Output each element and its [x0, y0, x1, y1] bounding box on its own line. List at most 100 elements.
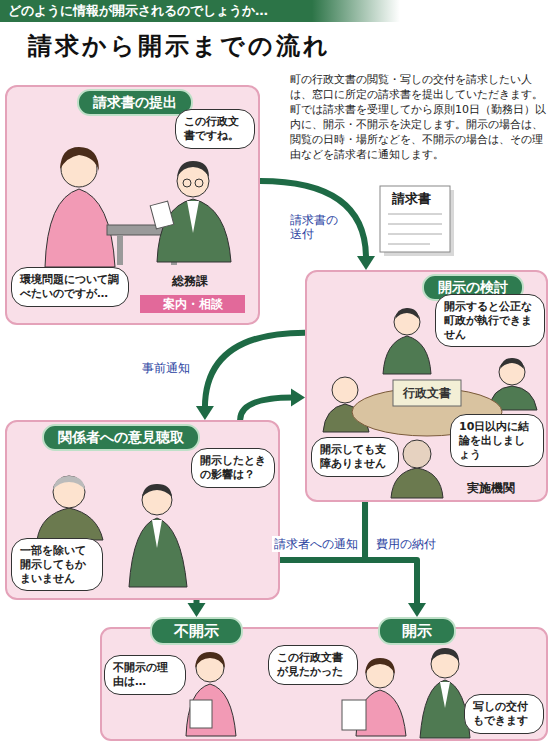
node-text: 不開示 — [174, 622, 219, 640]
request-form — [388, 224, 442, 225]
elder-figure — [37, 476, 103, 540]
desk-sign: 案内・相談 — [140, 295, 245, 313]
edge-label: 請求書の送付 — [288, 212, 342, 243]
flow-line — [260, 181, 366, 258]
clerk-figure — [177, 161, 209, 177]
speech-bubble: 一部を除いて開示してもかまいません — [11, 538, 103, 591]
clerk-figure — [440, 682, 450, 708]
speech-bubble: この行政文書ですね。 — [175, 109, 255, 149]
woman-figure — [186, 684, 236, 736]
elder-figure — [53, 476, 85, 490]
woman-figure — [190, 700, 212, 728]
woman-figure — [365, 658, 395, 674]
panel-heading: 関係者への意見聴取 — [42, 424, 200, 451]
clerk-figure — [195, 179, 203, 187]
result-tab: 不開示 — [150, 617, 243, 645]
node-text: 10日以内に結論を出しましょう — [459, 420, 535, 461]
header-band: どのように情報が開示されるのでしょうか… — [0, 0, 400, 22]
page-title: 請求から開示までの流れ — [28, 30, 331, 62]
speech-bubble: 10日以内に結論を出しましょう — [450, 414, 544, 467]
request-form — [388, 234, 442, 235]
node-text: 開示したときの影響は？ — [200, 454, 266, 482]
woman-figure — [45, 147, 115, 267]
woman-figure — [186, 652, 236, 736]
request-form — [388, 244, 430, 245]
arrow-head — [196, 406, 214, 420]
node-text: 開示 — [402, 622, 432, 640]
speech-bubble: 環境問題について調べたいのですが… — [11, 267, 129, 307]
step-panel: 開示の検討開示すると公正な町政が執行できません開示しても支障ありません10日以内… — [305, 270, 548, 502]
paper — [150, 201, 174, 229]
woman-figure — [195, 652, 225, 668]
speech-bubble: 開示しても支障ありません — [311, 437, 399, 477]
arrow-head — [188, 603, 206, 617]
man-figure — [332, 377, 358, 403]
node-text: この行政文書が見たかった — [277, 651, 349, 679]
request-form — [380, 186, 454, 256]
paper — [150, 201, 174, 229]
arrow-head — [291, 389, 305, 407]
man-figure — [395, 308, 419, 319]
man-figure — [383, 308, 431, 374]
edge-label: 事前通知 — [140, 360, 192, 376]
step-panel: 請求書の提出この行政文書ですね。環境問題について調べたいのですが… 案内・相談 総務… — [5, 85, 260, 325]
man-figure — [500, 358, 524, 369]
man-figure — [499, 359, 525, 385]
request-form — [380, 186, 450, 252]
speech-bubble: 不開示の理由は… — [104, 655, 186, 695]
elder-figure — [53, 476, 85, 508]
edge-label: 請求者への通知 — [272, 536, 360, 552]
document-book — [393, 380, 461, 406]
node-text: 開示すると公正な町政が執行できません — [444, 300, 536, 341]
man-figure — [142, 484, 172, 497]
man-figure — [142, 485, 172, 515]
flow-line — [365, 502, 417, 605]
request-form — [388, 214, 442, 215]
man-figure — [391, 440, 443, 498]
flow-connector — [196, 333, 305, 420]
speech-bubble: 写しの交付もできます — [464, 694, 544, 734]
node-text: どのように情報が開示されるのでしょうか… — [8, 3, 392, 19]
node-text: 不開示の理由は… — [113, 661, 177, 689]
speech-bubble: この行政文書が見たかった — [268, 645, 358, 685]
clerk-figure — [183, 179, 191, 187]
node-text: 一部を除いて開示してもかまいません — [20, 544, 94, 585]
elder-figure — [37, 508, 103, 540]
flow-connector — [240, 389, 305, 420]
panel-heading: 請求書の提出 — [77, 89, 193, 116]
node-text: 写しの交付もできます — [473, 700, 535, 728]
woman-figure — [45, 189, 115, 267]
clerk-figure — [420, 648, 470, 738]
document-book — [393, 380, 461, 406]
node-text: 案内・相談 — [144, 296, 241, 312]
man-figure — [403, 440, 431, 468]
arrow-head — [408, 603, 426, 617]
flow-line — [240, 398, 293, 420]
arrow-head — [357, 256, 375, 270]
speech-bubble: 開示すると公正な町政が執行できません — [435, 294, 545, 347]
office-name: 総務課 — [172, 273, 208, 290]
form-title: 請求書 — [392, 190, 431, 208]
woman-figure — [342, 700, 366, 730]
result-tab: 開示 — [378, 617, 456, 645]
book-title: 行政文書 — [403, 385, 451, 402]
node-text: この行政文書ですね。 — [184, 115, 246, 143]
clerk-figure — [420, 680, 470, 738]
clerk-figure — [431, 648, 459, 662]
clerk-figure — [187, 201, 199, 233]
man-figure — [129, 518, 187, 587]
man-figure — [394, 309, 420, 335]
woman-figure — [60, 147, 99, 171]
agency-name: 実施機関 — [467, 480, 515, 497]
desk — [117, 235, 123, 265]
node-text: 環境問題について調べたいのですが… — [20, 273, 120, 301]
node-text: 開示しても支障ありません — [320, 443, 390, 471]
description-text: 町の行政文書の閲覧・写しの交付を請求したい人は、窓口に所定の請求書を提出していた… — [290, 72, 548, 162]
man-figure — [152, 520, 162, 548]
speech-bubble: 開示したときの影響は？ — [191, 448, 275, 488]
man-figure — [391, 468, 443, 498]
flow-connector — [365, 502, 426, 617]
step-panel: 関係者への意見聴取開示したときの影響は？ 一部を除いて開示してもかまいません — [5, 420, 280, 600]
